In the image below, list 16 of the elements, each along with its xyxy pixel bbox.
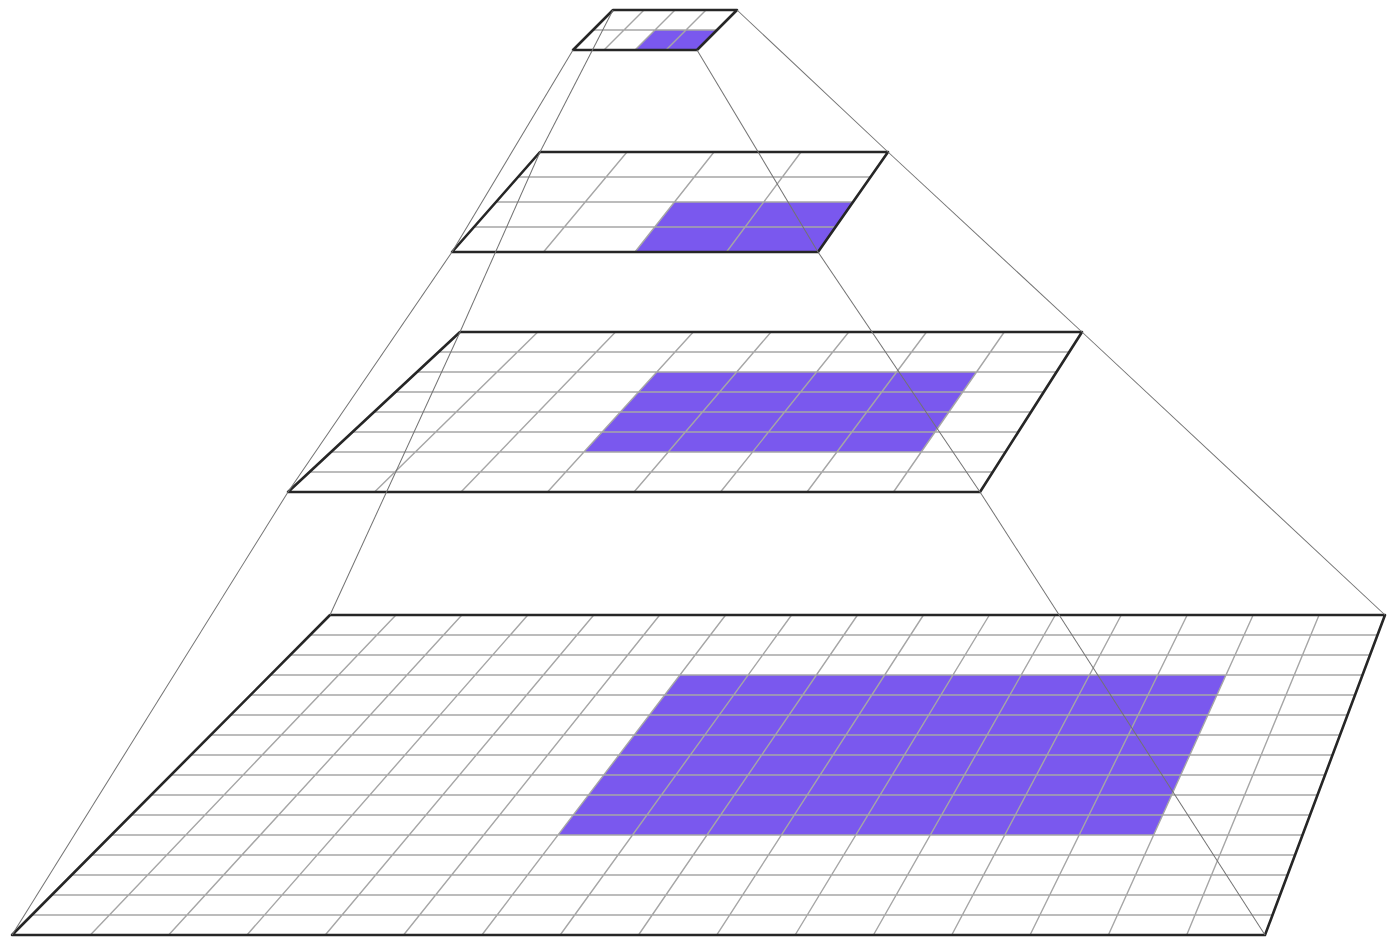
connector-line [887, 151, 1083, 333]
connector-line [451, 49, 574, 253]
connector-line [539, 9, 614, 153]
grid-plane-drawing [286, 330, 1084, 494]
connector-line [287, 251, 453, 493]
grid-plane-drawing [571, 8, 739, 52]
connector-line [1081, 331, 1386, 616]
connector-line [11, 491, 289, 936]
grid-plane-drawing [450, 150, 890, 254]
connector-line [696, 49, 819, 253]
grid-plane-drawing [10, 613, 1387, 937]
connector-line [736, 9, 889, 153]
connector-line [459, 151, 541, 333]
connector-line [329, 331, 461, 616]
connector-line [979, 491, 1266, 936]
connector-line [817, 251, 981, 493]
